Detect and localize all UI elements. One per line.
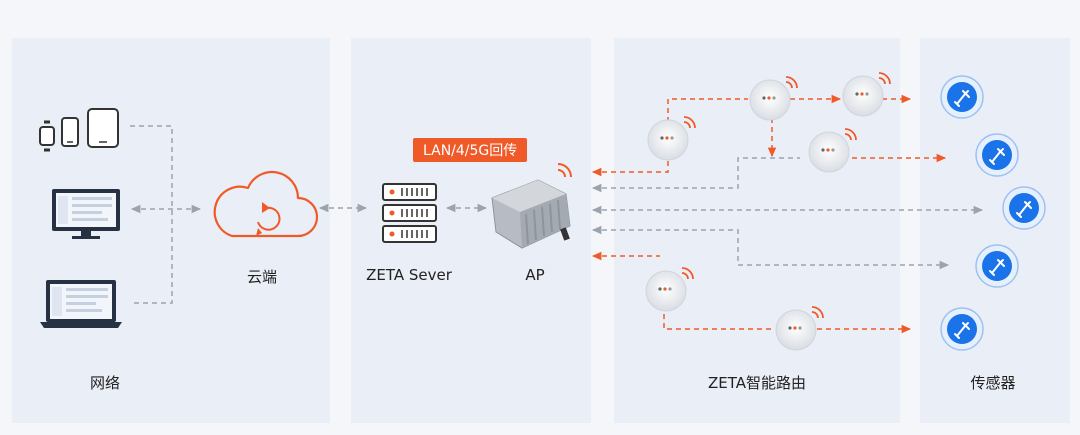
smartwatch-icon	[39, 120, 55, 152]
sensor-icon	[975, 244, 1019, 288]
mesh-links	[591, 94, 984, 334]
sensor-icon	[975, 133, 1019, 177]
sensor-icon	[940, 307, 984, 351]
router-node-icon	[842, 72, 891, 117]
ap-label: AP	[525, 266, 545, 284]
cloud-label: 云端	[246, 268, 278, 286]
backhaul-tag: LAN/4/5G回传	[413, 138, 528, 162]
monitor-icon	[52, 189, 120, 239]
router-node-icon	[808, 128, 857, 173]
router-node-icon	[647, 116, 696, 161]
server-label: ZETA Sever	[366, 266, 452, 284]
router-label: ZETA智能路由	[707, 374, 807, 392]
router-node-icon	[775, 306, 824, 351]
network-connector	[130, 125, 202, 304]
phone-icon	[61, 117, 79, 147]
server-icon	[382, 183, 437, 243]
sensor-icon	[1002, 186, 1046, 230]
ap-device-icon	[491, 163, 572, 249]
laptop-icon	[40, 280, 122, 328]
cloud-icon	[213, 170, 319, 238]
router-node-icon	[749, 76, 798, 121]
sensor-label: 传感器	[970, 374, 1016, 392]
sensor-icon	[940, 75, 984, 119]
tablet-icon	[87, 108, 119, 148]
network-label: 网络	[89, 374, 121, 392]
router-node-icon	[645, 267, 694, 312]
